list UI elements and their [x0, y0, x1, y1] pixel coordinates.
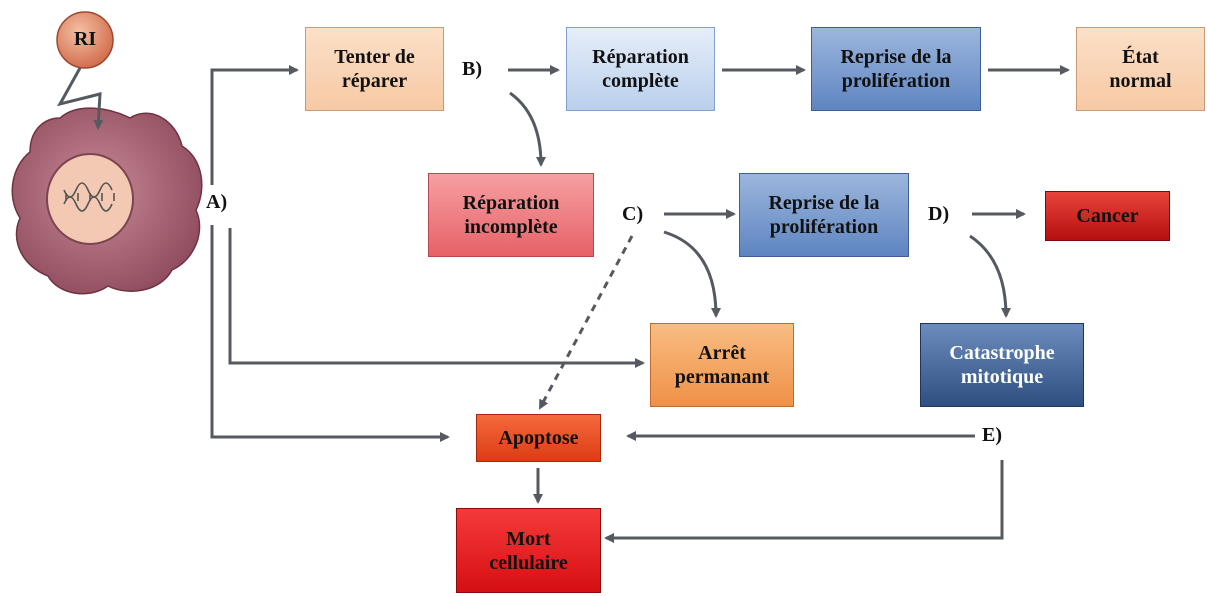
box-cancer: Cancer [1045, 191, 1170, 241]
label-c: C) [622, 203, 644, 225]
ri-circle [56, 11, 114, 69]
label-b: B) [462, 58, 482, 80]
arrow-c-to-arret [663, 230, 721, 318]
dna-icon [63, 182, 115, 212]
radiation-bolt [57, 67, 104, 130]
arrow-a-to-arret [228, 228, 645, 368]
label-d: D) [928, 203, 950, 225]
arrow-to-tenter [210, 65, 299, 185]
arrow-c-to-apoptose [538, 235, 634, 410]
arrow-a-to-apoptose [210, 225, 450, 442]
arrow-e-to-mort [604, 460, 1004, 543]
box-apoptose: Apoptose [476, 414, 601, 462]
ri-label: RI [73, 28, 97, 50]
label-e: E) [982, 424, 1002, 446]
arrow-d-to-catastrophe [969, 234, 1011, 318]
label-a: A) [206, 191, 228, 213]
arrow-b-to-incomplete [509, 91, 546, 167]
